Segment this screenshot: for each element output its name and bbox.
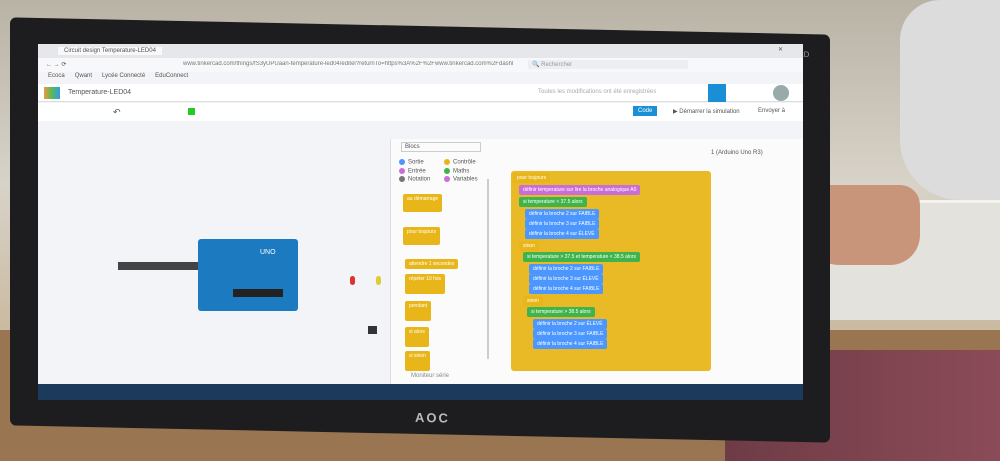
bookmark[interactable]: Qwant [74,73,93,79]
bookmarks-bar: Ecoca Qwant Lycée Connecté EduConnect [48,73,188,79]
led-yellow[interactable] [376,276,381,285]
avatar[interactable] [773,85,789,101]
category-entree[interactable]: Entrée [399,167,444,174]
taskbar [38,384,803,400]
code-button[interactable]: Code [633,106,658,116]
bookmark[interactable]: EduConnect [155,73,189,79]
pin-block[interactable]: définir la broche 3 sur ÉLEVÉ [529,274,603,284]
category-variables[interactable]: Variables [444,176,489,183]
chip [233,289,283,297]
temperature-sensor[interactable] [368,326,377,334]
pin-block[interactable]: définir la broche 2 sur FAIBLE [525,209,600,219]
else-label: sinon [519,241,539,251]
forever-label: pour toujours [513,173,551,183]
simulate-button[interactable]: ▶ Démarrer la simulation [673,109,740,115]
category-maths[interactable]: Maths [444,167,489,174]
browser-tab[interactable]: Circuit design Temperature-LED04 [58,47,162,55]
palette-block[interactable]: si alors [405,327,429,347]
else-label: sinon [523,296,543,306]
tab-bar: Circuit design Temperature-LED04 ✕ [38,44,803,58]
toolbar: ↶ Code ▶ Démarrer la simulation Envoyer … [38,103,803,121]
tinkercad-logo [44,87,60,99]
close-window-icon[interactable]: ✕ [778,47,784,53]
category-sortie[interactable]: Sortie [399,159,444,166]
board-select[interactable]: 1 (Arduino Uno R3) [711,150,763,156]
screen: Circuit design Temperature-LED04 ✕ ← → ⟳… [38,44,803,400]
serial-monitor-button[interactable]: Moniteur série [411,373,450,379]
project-title[interactable]: Temperature-LED04 [68,89,132,96]
code-panel: Blocs 1 (Arduino Uno R3) Sortie Contrôle… [390,139,803,384]
pin-block[interactable]: définir la broche 4 sur FAIBLE [529,284,604,294]
palette-block[interactable]: au démarrage [403,194,443,212]
search-input[interactable]: 🔍 Rechercher [528,60,688,69]
bookmark[interactable]: Lycée Connecté [102,73,146,79]
app-header: Temperature-LED04 Toutes les modificatio… [38,84,803,102]
usb-cable [118,262,198,270]
pin-block[interactable]: définir la broche 3 sur FAIBLE [525,219,600,229]
back-icon[interactable]: ← → ⟳ [46,62,67,68]
send-button[interactable]: Envoyer à [758,108,786,114]
palette-block[interactable]: attendre 1 secondes [405,259,459,269]
person-sleeve [900,0,1000,200]
if-block-1[interactable]: si temperature < 37.5 alors [519,197,587,207]
pin-block[interactable]: définir la broche 3 sur FAIBLE [533,329,608,339]
category-controle[interactable]: Contrôle [444,159,489,166]
board-label: UNO [260,249,276,256]
mode-select[interactable]: Blocs [401,142,481,152]
bookmark[interactable]: Ecoca [48,73,65,79]
pin-block[interactable]: définir la broche 4 sur ÉLEVÉ [525,229,599,239]
led-red[interactable] [350,276,355,285]
url-bar[interactable]: www.tinkercad.com/things/fS3yUPUaan-temp… [183,61,513,67]
nav-bar: ← → ⟳ www.tinkercad.com/things/fS3yUPUaa… [38,58,803,72]
code-view-icon[interactable] [708,84,726,102]
simulate-label: Démarrer la simulation [679,109,740,115]
palette-block[interactable]: pour toujours [403,227,441,245]
pin-block[interactable]: définir la broche 2 sur ÉLEVÉ [533,319,607,329]
save-status: Toutes les modifications ont été enregis… [538,89,657,95]
set-variable-block[interactable]: définir temperature sur lire la broche a… [519,185,641,195]
palette-block[interactable]: répéter 10 fois [405,274,445,294]
category-notation[interactable]: Notation [399,176,444,183]
palette-scrollbar[interactable] [487,179,489,359]
monitor-brand: AOC [415,409,450,426]
palette-block[interactable]: pendant [405,301,432,321]
search-placeholder: Rechercher [541,62,573,68]
color-picker[interactable] [188,108,195,115]
category-list: Sortie Contrôle Entrée Maths Notation Va… [399,159,489,183]
pin-block[interactable]: définir la broche 4 sur FAIBLE [533,339,608,349]
palette-block[interactable]: si sinon [405,351,430,371]
pin-block[interactable]: définir la broche 2 sur FAIBLE [529,264,604,274]
arduino-board[interactable]: UNO [198,239,298,311]
if-block-3[interactable]: si temperature > 38.5 alors [527,307,595,317]
undo-icon[interactable]: ↶ [113,107,121,117]
if-block-2[interactable]: si temperature > 37.5 et temperature < 3… [523,252,640,262]
